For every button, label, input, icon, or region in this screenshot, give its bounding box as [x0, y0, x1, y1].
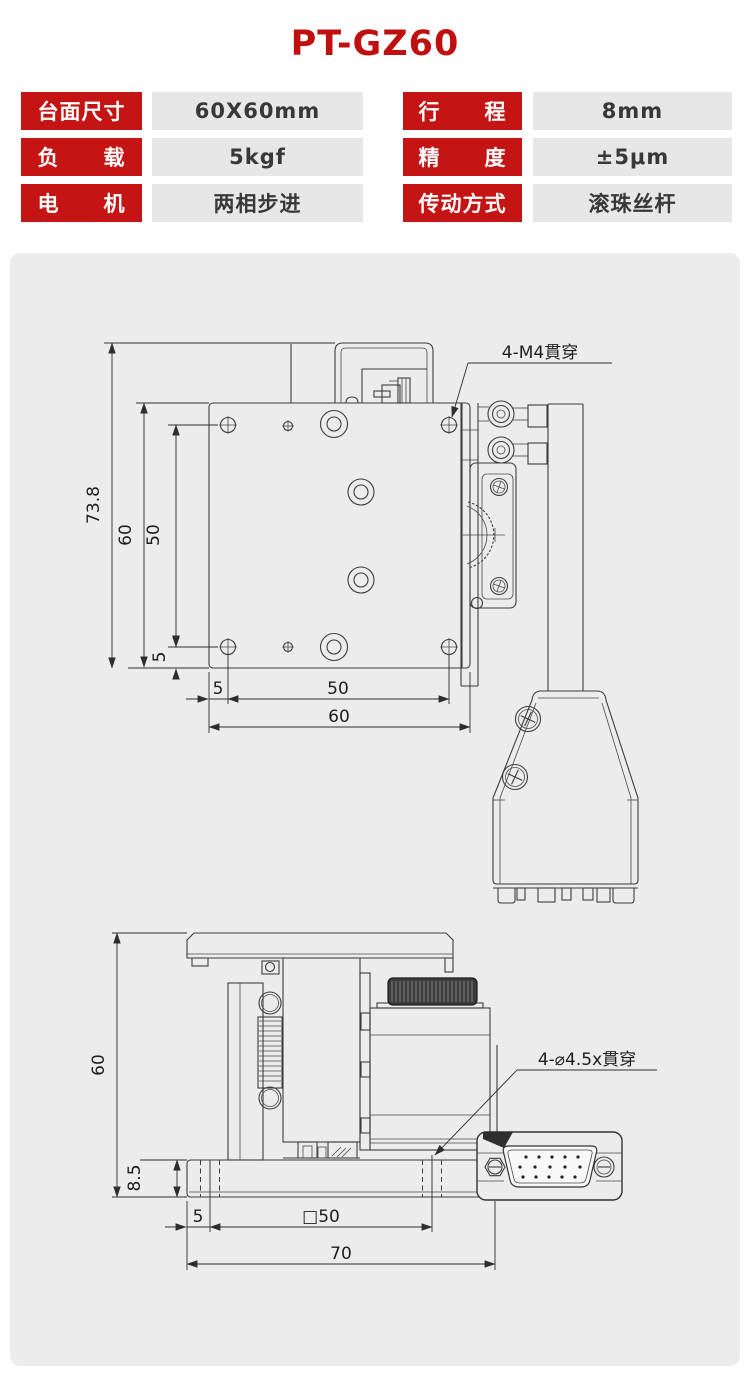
dim-label: 50 [144, 524, 164, 546]
spec-value: ±5μm [533, 138, 732, 176]
base-plate [186, 1155, 496, 1232]
spec-label: 精 度 [403, 138, 522, 176]
connector-pins [518, 1155, 582, 1179]
dim-label: 5 [213, 679, 224, 699]
d-sub-connector [476, 1131, 623, 1201]
dimension-side-height-60: 60 [89, 932, 187, 1198]
spec-table-right: 行 程 8mm 精 度 ±5μm 传动方式 滚珠丝杆 [403, 92, 732, 222]
top-view-drawing: 73.8 60 50 5 5 50 [84, 342, 639, 904]
cap-screws [319, 409, 375, 662]
thread-callout: 4-M4貫穿 [451, 343, 612, 418]
dim-label: 60 [89, 1054, 109, 1076]
cable-terminals [478, 400, 548, 465]
side-view-drawing: 60 8.5 5 □50 70 4-⌀4.5x貫穿 [89, 932, 657, 1270]
connector-hood [492, 690, 639, 904]
spec-value: 8mm [533, 92, 732, 130]
spec-value: 滚珠丝杆 [533, 184, 732, 222]
hole-callout-label: 4-⌀4.5x貫穿 [538, 1050, 636, 1070]
dim-label: 5 [150, 652, 170, 663]
page-title: PT-GZ60 [290, 24, 460, 64]
motor-cover-top [290, 342, 434, 404]
adjustment-knob [387, 977, 478, 1006]
dim-label: 50 [327, 679, 349, 699]
dimension-base-height: 8.5 [125, 1159, 187, 1198]
side-rail-assembly [460, 403, 517, 687]
dimension-height-5: 5 [150, 635, 180, 680]
spec-value: 两相步进 [152, 184, 363, 222]
spec-value: 5kgf [152, 138, 363, 176]
spec-label: 负 载 [21, 138, 142, 176]
dim-label: 60 [328, 707, 350, 727]
spec-label: 行 程 [403, 92, 522, 130]
dim-label: 5 [193, 1207, 204, 1227]
cable-column [547, 403, 584, 691]
hole-callout: 4-⌀4.5x貫穿 [434, 1050, 657, 1156]
dim-label: 73.8 [84, 486, 104, 524]
stage-plate-top-view [208, 402, 471, 669]
dimension-width-group: 5 50 60 [186, 654, 471, 733]
spec-table-left: 台面尺寸 60X60mm 负 载 5kgf 电 机 两相步进 [21, 92, 363, 222]
spec-label: 台面尺寸 [21, 92, 142, 130]
dim-label: □50 [302, 1207, 340, 1227]
rail-and-carriage [227, 957, 361, 1161]
spec-label: 传动方式 [403, 184, 522, 222]
spec-value: 60X60mm [152, 92, 363, 130]
technical-drawing: 73.8 60 50 5 5 50 [84, 342, 657, 1270]
dim-label: 8.5 [125, 1164, 145, 1191]
stepper-motor [359, 972, 498, 1151]
dim-label: 70 [330, 1244, 352, 1264]
dimension-height-50: 50 [144, 424, 218, 648]
dim-label: 60 [116, 524, 136, 546]
spec-label: 电 机 [21, 184, 142, 222]
mounting-holes [219, 416, 458, 656]
dimension-side-width-group: 5 □50 70 [165, 1201, 496, 1270]
thread-callout-label: 4-M4貫穿 [502, 343, 578, 363]
dimension-total-height: 73.8 [84, 342, 335, 669]
drawing-panel: 73.8 60 50 5 5 50 [10, 253, 740, 1366]
dimension-height-60: 60 [116, 402, 209, 668]
top-table [186, 932, 454, 975]
